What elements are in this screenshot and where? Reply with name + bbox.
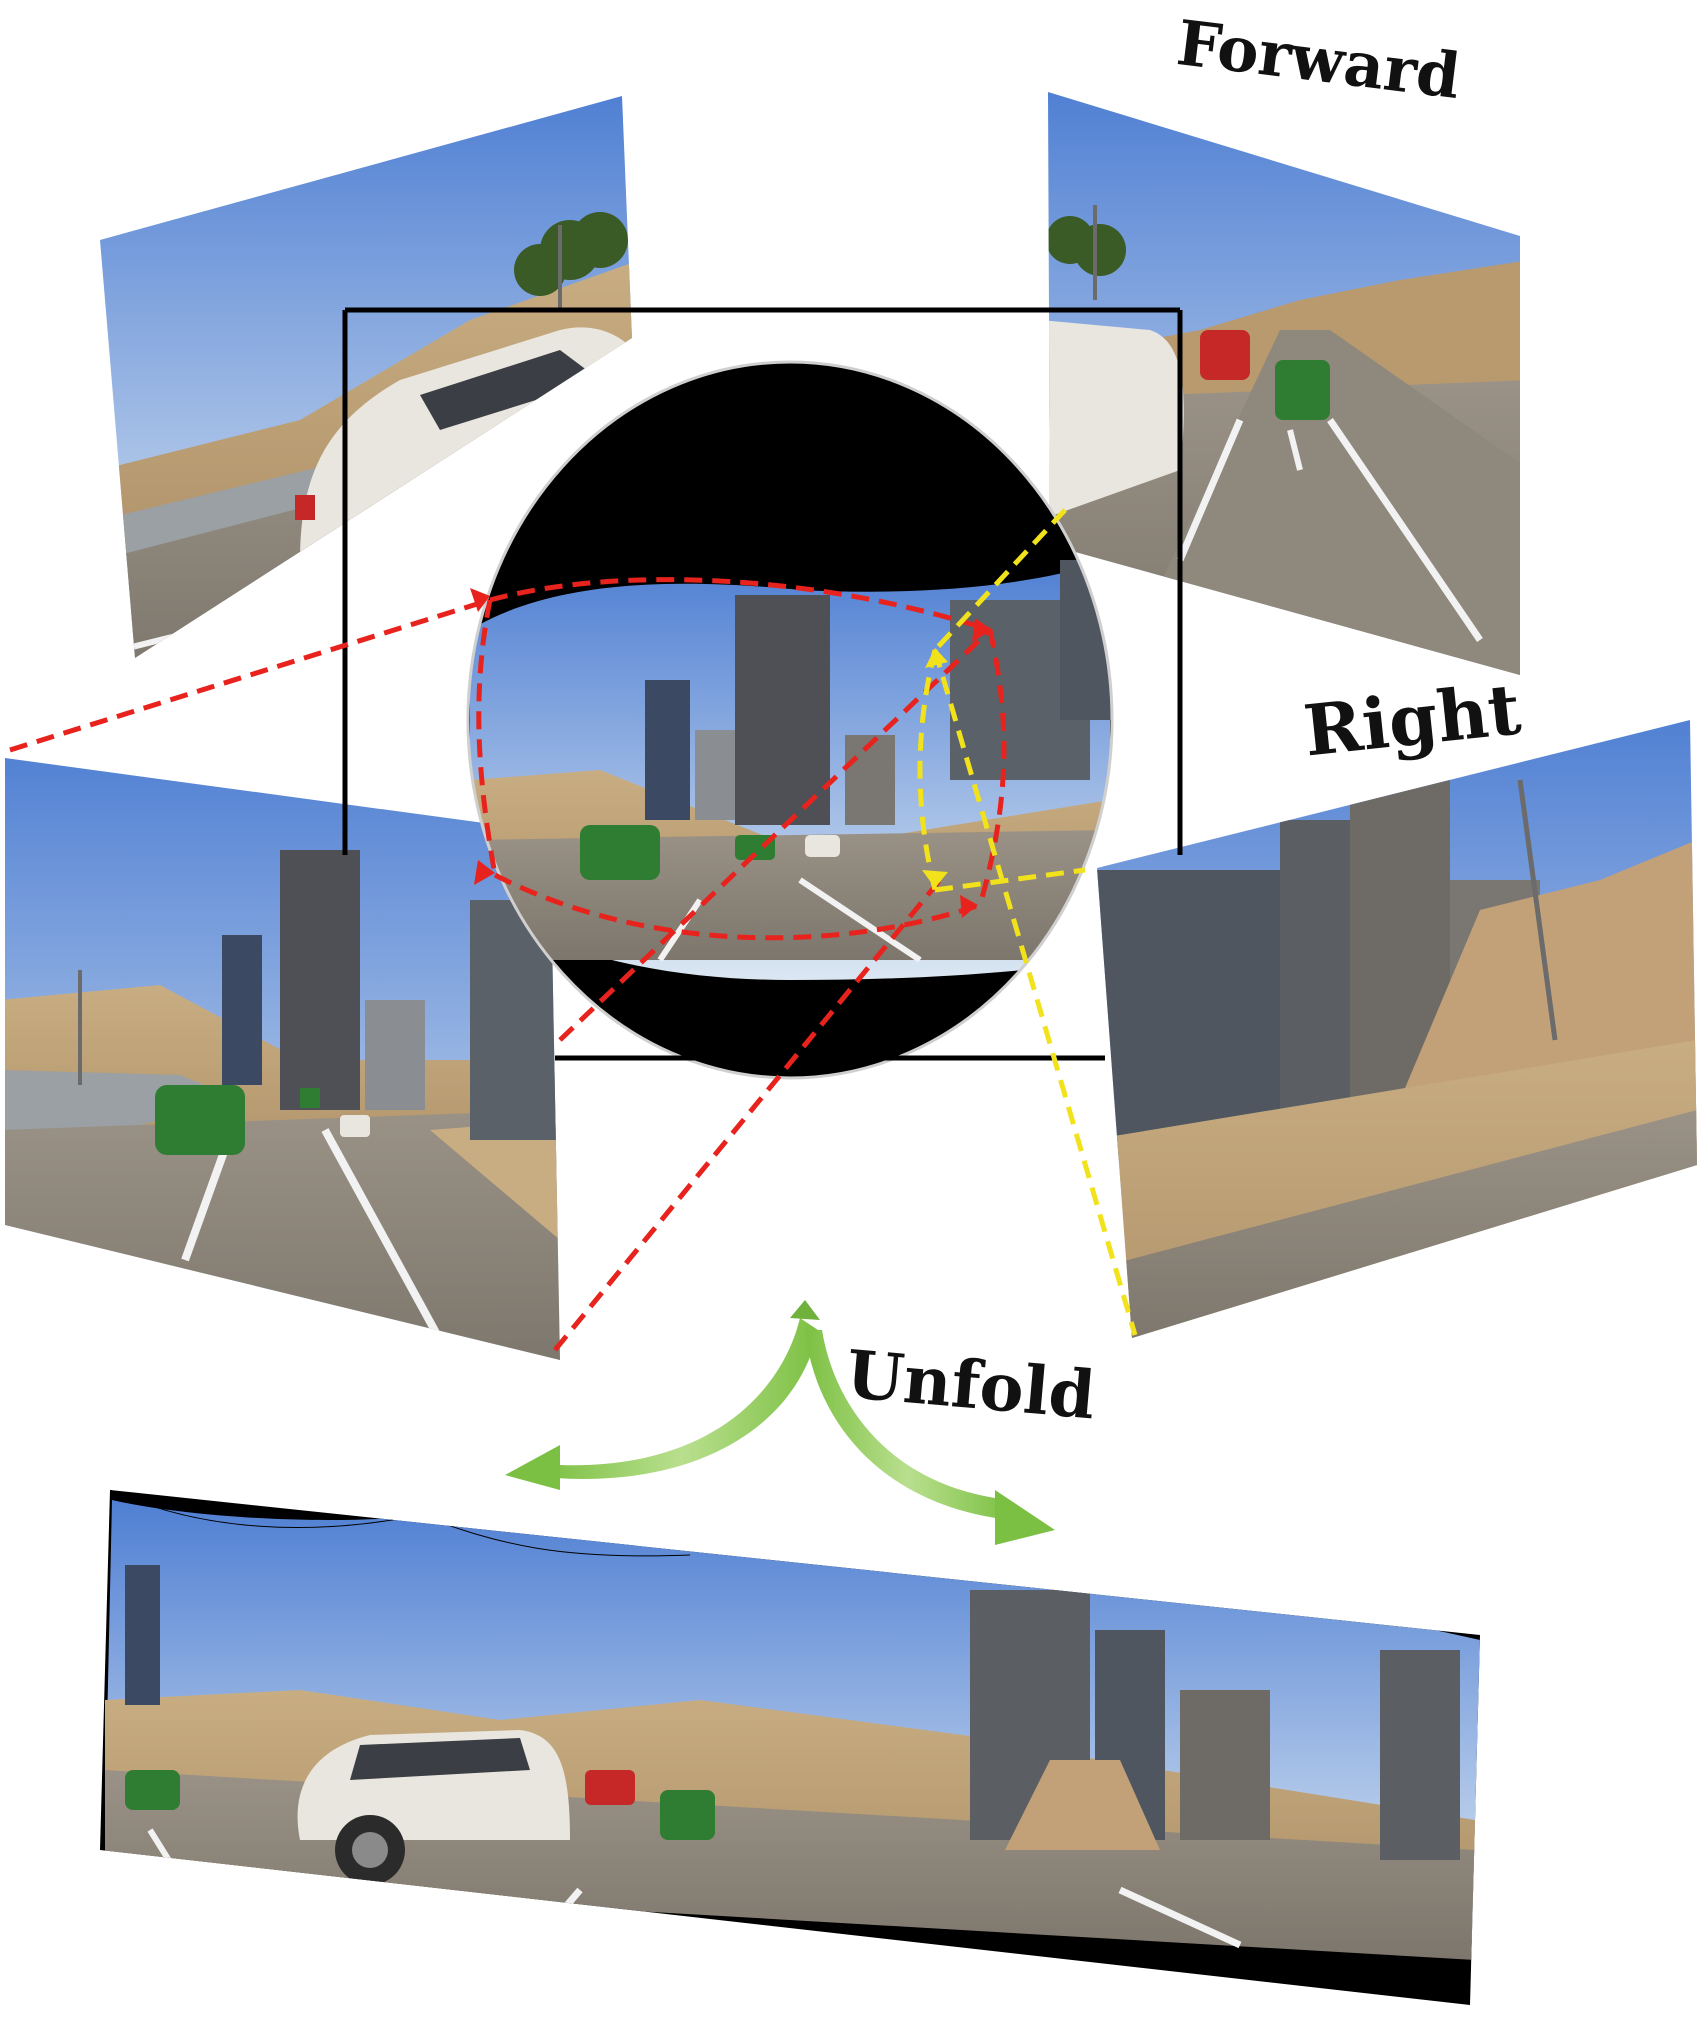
yellow-arrowheads [922,648,948,888]
trees [514,212,628,296]
green-curved-arrow-right-icon [805,1330,1055,1545]
red-car [1200,330,1250,380]
black-frame [342,307,1183,1061]
red-dashed-frustum [9,577,1007,1352]
green-car [580,825,660,880]
red-arrowheads [470,588,992,918]
white-car [297,1730,570,1885]
panorama-strip-image [100,1490,1480,2005]
white-car [1048,320,1184,520]
red-car [585,1770,635,1805]
green-car [660,1790,715,1840]
fisheye-sphere [468,362,1112,1078]
view-forward-image [1048,92,1520,675]
green-car [155,1085,245,1155]
sphere-outline [466,360,1114,1080]
left-building [1097,870,1290,1160]
green-car [1275,360,1330,420]
blue-tower [222,935,262,1085]
tall-tower [735,595,830,825]
green-curved-arrow-left-icon [505,1300,820,1490]
tall-tower [280,850,360,1110]
yellow-dashed-frustum [917,508,1138,1336]
blue-tower-left [125,1565,160,1705]
blue-tower [645,680,690,820]
trees [1048,216,1126,276]
